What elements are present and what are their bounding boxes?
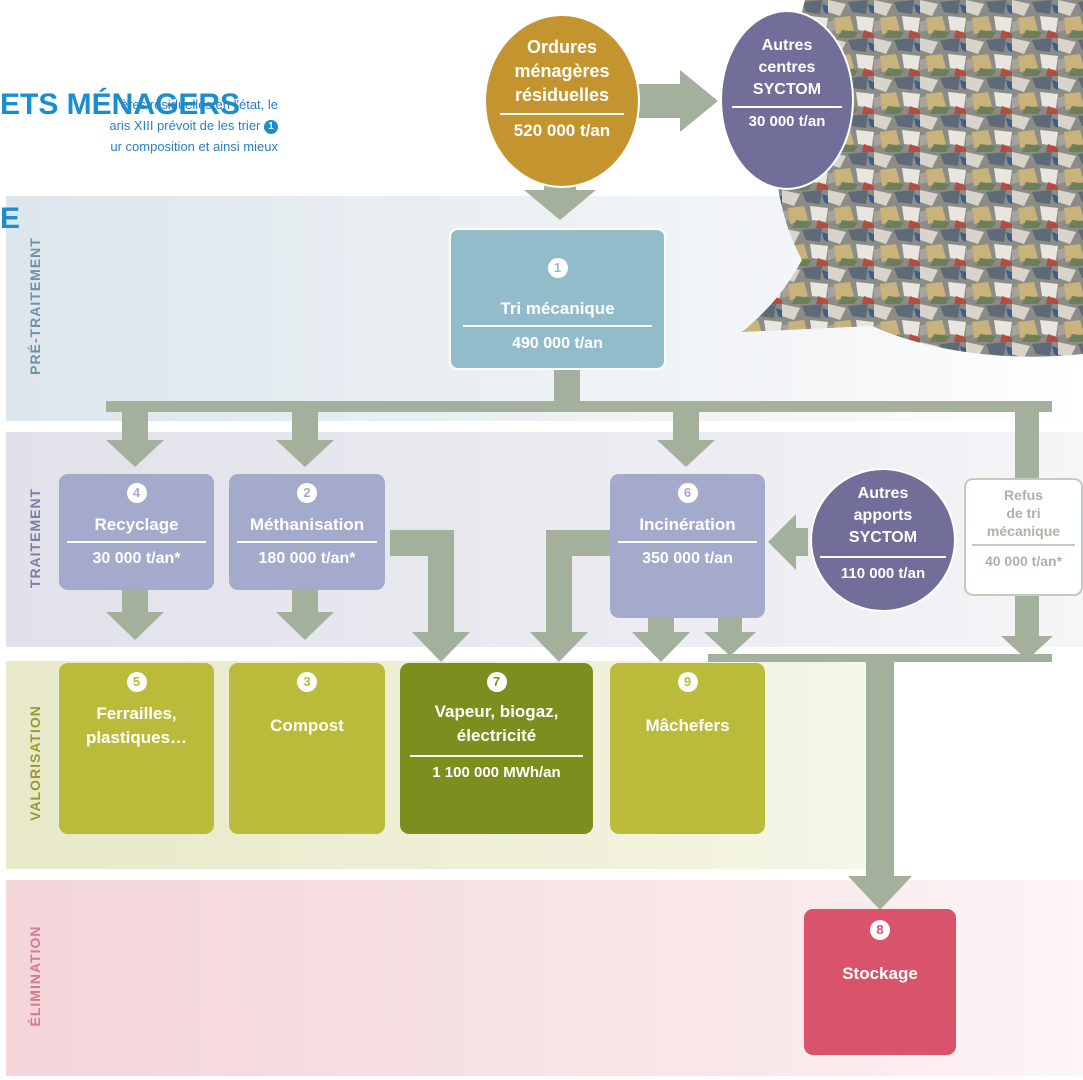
step-number-4: 4: [126, 483, 147, 503]
refus-box: Refus de tri mécanique 40 000 t/an*: [964, 478, 1083, 596]
step-number-9: 9: [677, 672, 698, 692]
autres-apports-line-2: apports: [853, 507, 913, 524]
arrow-ordures-to-centres: [636, 70, 718, 132]
methanisation-title: Méthanisation: [249, 515, 365, 534]
headline-line-1: ETS MÉNAGERS: [0, 88, 241, 121]
autres-centres-line-2: centres: [758, 59, 816, 76]
arrow-recyclage-to-ferrailles: [106, 590, 164, 640]
arrow-methanisation-to-compost: [276, 590, 334, 640]
step-number-6: 6: [677, 483, 698, 503]
tri-title: Tri mécanique: [500, 299, 615, 318]
ordures-line-1: Ordures: [526, 37, 598, 57]
ordures-value: 520 000 t/an: [513, 121, 611, 140]
incineration-box: 6 Incinération 350 000 t/an: [610, 474, 765, 618]
autres-apports-line-1: Autres: [857, 485, 909, 502]
refus-value: 40 000 t/an*: [984, 553, 1063, 569]
autres-apports-line-3: SYCTOM: [848, 529, 918, 546]
arrow-to-recyclage: [106, 412, 164, 467]
arrow-refus-to-collector: [1001, 636, 1053, 660]
refus-line-3: mécanique: [986, 523, 1061, 539]
machefers-box: 9 Mâchefers: [610, 663, 765, 834]
connector-tri-down: [554, 370, 580, 406]
arrow-to-incineration: [657, 412, 715, 467]
arrow-collector-to-stockage: [848, 662, 912, 910]
ordures-circle: Ordures ménagères résiduelles 520 000 t/…: [484, 14, 640, 188]
autres-centres-line-1: Autres: [761, 37, 813, 54]
step-number-3: 3: [297, 672, 317, 692]
step-number-2: 2: [297, 483, 317, 503]
vapeur-line-2: électricité: [456, 726, 537, 745]
incineration-divider: [618, 541, 757, 543]
intro-line-3: ur composition et ainsi mieux: [110, 139, 278, 154]
incineration-value: 350 000 t/an: [642, 550, 733, 567]
tri-value: 490 000 t/an: [512, 335, 603, 352]
stockage-box: 8 Stockage: [804, 909, 956, 1055]
page-headline: ETS MÉNAGERS E: [0, 10, 240, 276]
recyclage-title: Recyclage: [94, 515, 179, 534]
step-number-7: 7: [486, 672, 507, 692]
connector-distribution-bar: [106, 401, 1052, 412]
autres-apports-value: 110 000 t/an: [840, 565, 926, 582]
autres-centres-line-3: SYCTOM: [752, 81, 822, 98]
autres-centres-value: 30 000 t/an: [748, 113, 826, 130]
step-marker-icon: 1: [264, 119, 278, 134]
recyclage-value: 30 000 t/an*: [92, 550, 181, 567]
refus-line-2: de tri: [1006, 505, 1041, 521]
step-number-8: 8: [870, 920, 890, 940]
vapeur-box: 7 Vapeur, biogaz, électricité 1 100 000 …: [400, 663, 593, 834]
autres-centres-circle: Autres centres SYCTOM 30 000 t/an: [720, 10, 854, 190]
vapeur-line-1: Vapeur, biogaz,: [434, 702, 559, 721]
methanisation-value: 180 000 t/an*: [258, 550, 356, 567]
refus-line-1: Refus: [1004, 487, 1043, 503]
arrow-incineration-to-vapeur: [530, 530, 610, 662]
arrow-apports-to-incineration: [768, 514, 808, 570]
recyclage-divider: [67, 541, 206, 543]
connector-collector-bar: [708, 654, 1052, 662]
connector-refus-down: [1015, 596, 1039, 636]
autres-apports-circle: Autres apports SYCTOM 110 000 t/an: [810, 468, 956, 612]
methanisation-box: 2 Méthanisation 180 000 t/an*: [229, 474, 385, 590]
compost-title: Compost: [270, 716, 344, 735]
autres-apports-divider: [820, 556, 946, 558]
compost-box: 3 Compost: [229, 663, 385, 834]
tri-mecanique-box: 1 Tri mécanique 490 000 t/an: [449, 228, 666, 370]
arrow-to-methanisation: [276, 412, 334, 467]
autres-centres-divider: [732, 106, 842, 108]
ferrailles-line-2: plastiques…: [85, 728, 188, 747]
stockage-title: Stockage: [842, 964, 918, 983]
ordures-line-3: résiduelles: [514, 85, 610, 105]
vapeur-value: 1 100 000 MWh/an: [432, 764, 561, 781]
step-number-1: 1: [547, 258, 568, 278]
intro-line-2: aris XIII prévoit de les trier 1: [0, 115, 278, 136]
tri-divider: [463, 325, 652, 327]
vapeur-divider: [410, 755, 583, 757]
intro-line-1: ères résiduelles en l'état, le: [120, 97, 278, 112]
machefers-title: Mâchefers: [645, 716, 730, 735]
ferrailles-box: 5 Ferrailles, plastiques…: [59, 663, 214, 834]
headline-line-2: E: [0, 202, 21, 235]
methanisation-divider: [237, 541, 377, 543]
arrow-methanisation-to-vapeur: [390, 530, 470, 662]
recyclage-box: 4 Recyclage 30 000 t/an*: [59, 474, 214, 590]
incineration-title: Incinération: [639, 515, 736, 534]
arrow-incineration-to-machefers: [632, 618, 690, 662]
ordures-divider: [500, 113, 624, 115]
ferrailles-line-1: Ferrailles,: [96, 704, 177, 723]
ordures-line-2: ménagères: [514, 61, 610, 81]
step-number-5: 5: [126, 672, 147, 692]
arrow-incineration-to-collector: [704, 618, 756, 656]
refus-divider: [972, 544, 1075, 546]
arrow-ordures-to-tri: [524, 165, 596, 220]
intro-paragraph: ères résiduelles en l'état, le aris XIII…: [0, 94, 278, 157]
connector-to-refus: [1015, 412, 1039, 478]
